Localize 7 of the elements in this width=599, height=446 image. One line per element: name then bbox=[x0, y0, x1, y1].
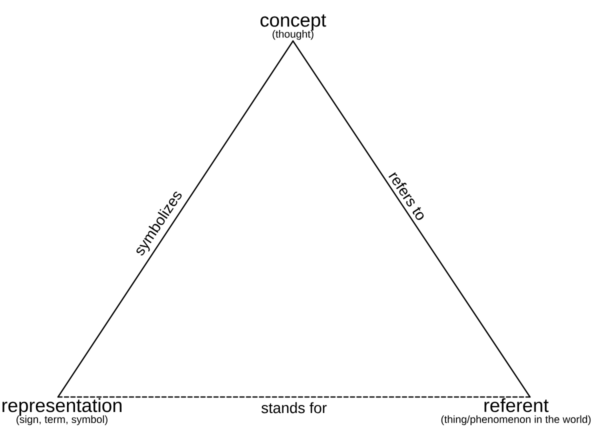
vertex-label: referent (thing/phenomenon in the world) bbox=[441, 398, 591, 426]
vertex-label: representation (sign, term, symbol) bbox=[2, 398, 122, 426]
edge-line bbox=[57, 396, 531, 398]
edge-label: stands for bbox=[260, 401, 328, 414]
vertex-label: concept (thought) bbox=[260, 14, 326, 40]
edge-line bbox=[292, 40, 531, 398]
edge-line bbox=[57, 40, 294, 398]
